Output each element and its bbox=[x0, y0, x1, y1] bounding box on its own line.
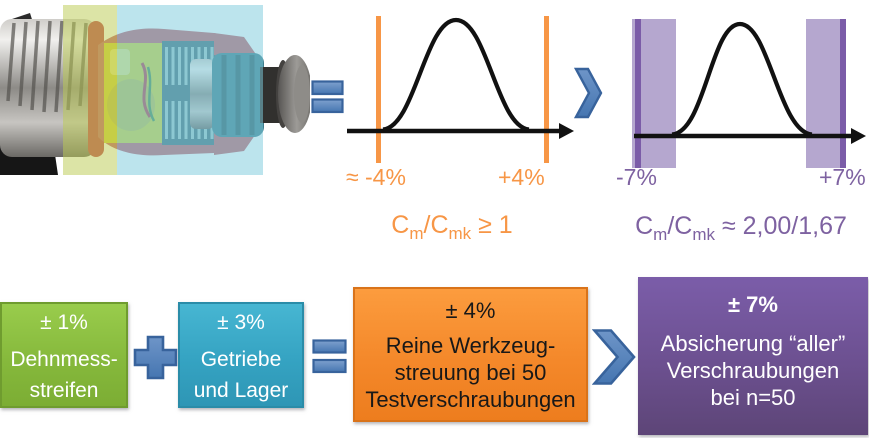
upper-tolerance-label: +7% bbox=[819, 164, 866, 190]
chevron-right-icon bbox=[574, 67, 603, 119]
tolerance-value: ± 3% bbox=[217, 311, 265, 334]
cm-cmk-caption-narrow: Cm/Cmk ≥ 1 bbox=[391, 211, 513, 243]
equals-icon bbox=[311, 80, 344, 114]
gearbox-box: ± 3% Getriebe und Lager bbox=[178, 302, 304, 408]
cm-cmk-caption-wide: Cm/Cmk ≈ 2,00/1,67 bbox=[635, 212, 847, 244]
upper-tolerance-line bbox=[544, 16, 549, 163]
strain-gauge-box: ± 1% Dehnmess- streifen bbox=[0, 302, 128, 408]
tool-cutaway-photo bbox=[0, 5, 310, 175]
tool-scatter-box: ± 4% Reine Werkzeug- streuung bei 50 Tes… bbox=[353, 287, 588, 422]
tolerance-value: ± 1% bbox=[40, 311, 88, 334]
upper-tolerance-label: +4% bbox=[498, 164, 545, 190]
lower-tolerance-label: ≈ -4% bbox=[346, 164, 406, 190]
equals-icon bbox=[312, 339, 347, 374]
x-axis-arrow bbox=[851, 128, 866, 144]
tolerance-value: ± 7% bbox=[728, 292, 778, 317]
x-axis-arrow bbox=[559, 123, 574, 139]
tolerance-band-right bbox=[806, 19, 846, 168]
bell-curve bbox=[382, 17, 530, 132]
bell-curve bbox=[671, 21, 813, 137]
plus-icon bbox=[133, 335, 178, 380]
total-tolerance-box: ± 7% Absicherung “aller” Verschraubungen… bbox=[638, 277, 868, 435]
lower-tolerance-line bbox=[376, 16, 381, 163]
distribution-narrow-tolerance bbox=[347, 16, 574, 163]
distribution-wide-tolerance bbox=[632, 19, 866, 168]
tolerance-value: ± 4% bbox=[445, 298, 496, 323]
gearbox-highlight bbox=[117, 5, 263, 175]
chevron-right-icon bbox=[592, 329, 636, 385]
strain-gauge-highlight bbox=[63, 5, 117, 175]
lower-tolerance-label: -7% bbox=[616, 164, 657, 190]
